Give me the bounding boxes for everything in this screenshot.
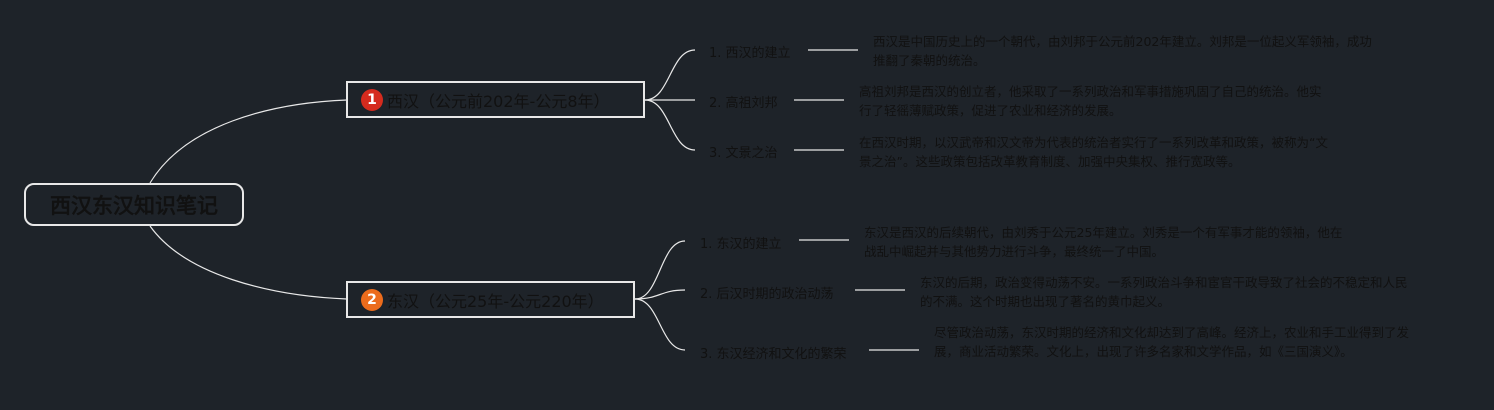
- topic-node-b2-2[interactable]: 2. 后汉时期的政治动荡: [700, 287, 834, 302]
- connector-b2-t1: [634, 240, 686, 300]
- branch-node-1[interactable]: 1 西汉（公元前202年-公元8年）: [346, 81, 645, 118]
- topic-node-b1-3[interactable]: 3. 文景之治: [709, 146, 778, 161]
- topic-desc-b1-3: 在西汉时期，以汉武帝和汉文帝为代表的统治者实行了一系列改革和政策，被称为“文景之…: [859, 135, 1328, 169]
- branch-node-2[interactable]: 2 东汉（公元25年-公元220年）: [346, 281, 635, 318]
- topic-desc-b1-1: 西汉是中国历史上的一个朝代，由刘邦于公元前202年建立。刘邦是一位起义军领袖，成…: [873, 34, 1372, 68]
- connector-root-branch-1: [149, 99, 348, 184]
- topic-node-b2-3[interactable]: 3. 东汉经济和文化的繁荣: [700, 347, 847, 362]
- topic-desc-b1-2: 高祖刘邦是西汉的创立者，他采取了一系列政治和军事措施巩固了自己的统治。他实行了轻…: [859, 84, 1322, 118]
- topic-desc-b2-1: 东汉是西汉的后续朝代，由刘秀于公元25年建立。刘秀是一个有军事才能的领袖，他在战…: [864, 225, 1343, 259]
- topic-node-b1-1[interactable]: 1. 西汉的建立: [709, 46, 791, 61]
- root-node[interactable]: 西汉东汉知识笔记: [24, 183, 244, 226]
- branch-title-1: 西汉（公元前202年-公元8年）: [387, 91, 610, 111]
- branch-badge-2: 2: [361, 288, 383, 311]
- topic-node-b2-1[interactable]: 1. 东汉的建立: [700, 237, 782, 252]
- topic-desc-b2-2: 东汉的后期，政治变得动荡不安。一系列政治斗争和宦官干政导致了社会的不稳定和人民的…: [920, 275, 1408, 309]
- connector-root-branch-2: [149, 225, 348, 300]
- connector-b1-t3: [644, 99, 696, 151]
- connector-b1-t1: [644, 49, 696, 101]
- connector-b2-t3: [634, 298, 686, 351]
- topic-node-b1-2[interactable]: 2. 高祖刘邦: [709, 96, 778, 111]
- topic-desc-b2-3: 尽管政治动荡，东汉时期的经济和文化却达到了高峰。经济上，农业和手工业得到了发展，…: [934, 325, 1410, 359]
- branch-badge-1: 1: [361, 88, 383, 111]
- connector-b2-t2: [634, 289, 686, 300]
- branch-title-2: 东汉（公元25年-公元220年）: [387, 291, 604, 311]
- root-title: 西汉东汉知识笔记: [50, 193, 218, 218]
